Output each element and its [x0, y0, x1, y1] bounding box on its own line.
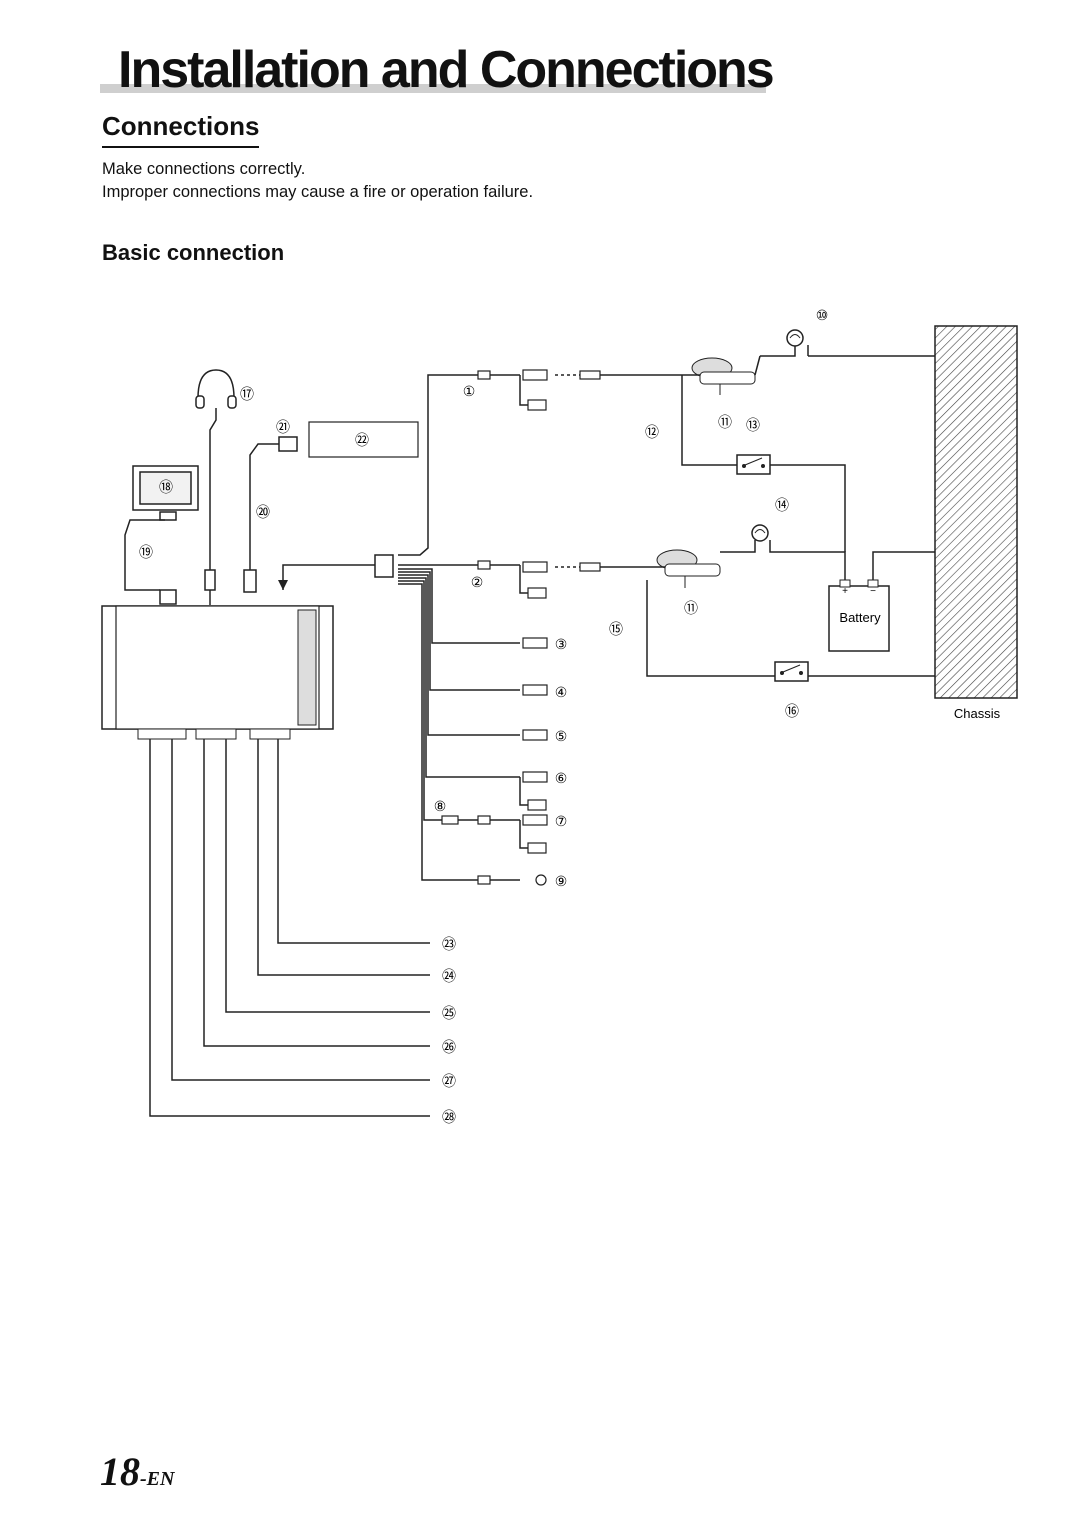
chassis-label: Chassis	[954, 706, 1001, 721]
fuse-1	[786, 329, 804, 347]
arrow-head	[278, 580, 288, 590]
callout-18: ⑱	[159, 479, 173, 495]
intro-text: Make connections correctly. Improper con…	[102, 158, 533, 204]
callout-28: ㉘	[442, 1109, 456, 1125]
fuse-2	[751, 524, 769, 542]
callout-15: ⑮	[609, 621, 623, 637]
callouts: ① ② ③ ④ ⑤ ⑥ ⑦ ⑧ ⑨ ⑩ ⑪ ⑪ ⑫ ⑬ ⑭ ⑮ ⑯ ⑰ ⑱ ⑲ …	[139, 307, 828, 1125]
battery-label: Battery	[839, 610, 881, 625]
callout-5: ⑤	[555, 728, 568, 744]
callout-14: ⑭	[775, 497, 789, 513]
callout-17: ⑰	[240, 386, 254, 402]
main-unit	[101, 605, 334, 740]
callout-11a: ⑪	[718, 414, 732, 430]
crimp-connector-2	[656, 549, 721, 588]
input-cable	[243, 436, 298, 593]
callout-2: ②	[471, 574, 484, 590]
callout-23: ㉓	[442, 936, 456, 952]
callout-10: ⑩	[816, 307, 829, 323]
crimp-connector-1	[691, 357, 756, 395]
callout-26: ㉖	[442, 1039, 456, 1055]
battery-minus-label: −	[870, 586, 876, 597]
callout-9: ⑨	[555, 873, 568, 889]
intro-line-1: Make connections correctly.	[102, 160, 306, 178]
callout-1: ①	[463, 383, 476, 399]
monitor-icon	[124, 465, 199, 605]
callout-20: ⑳	[256, 504, 270, 520]
subsection-title: Basic connection	[102, 240, 285, 265]
switch-1	[736, 454, 771, 475]
callout-8: ⑧	[434, 798, 447, 814]
callout-4: ④	[555, 684, 568, 700]
callout-12: ⑫	[645, 424, 659, 440]
callout-3: ③	[555, 636, 568, 652]
callout-24: ㉔	[442, 968, 456, 984]
battery: + − Battery	[828, 579, 890, 652]
callout-27: ㉗	[442, 1073, 456, 1089]
page-number-value: 18	[100, 1449, 140, 1494]
callout-21: ㉑	[276, 419, 290, 435]
page-title: Installation and Connections	[118, 41, 775, 99]
section-title: Connections	[102, 111, 260, 149]
callout-16: ⑯	[785, 703, 799, 719]
harness-plug	[374, 554, 394, 578]
callout-7: ⑦	[555, 813, 568, 829]
title-underline-bar	[100, 84, 766, 93]
battery-plus-label: +	[842, 586, 848, 597]
output-cables	[149, 739, 430, 1117]
power-wiring	[646, 345, 935, 677]
intro-line-2: Improper connections may cause a fire or…	[102, 183, 534, 201]
callout-6: ⑥	[555, 770, 568, 786]
callout-19: ⑲	[139, 544, 153, 560]
callout-11b: ⑪	[684, 600, 698, 616]
wire-connectors	[441, 369, 601, 886]
harness-wires	[282, 355, 761, 881]
chassis: Chassis	[934, 325, 1018, 721]
callout-25: ㉕	[442, 1005, 456, 1021]
callout-13: ⑬	[746, 417, 760, 433]
switch-2	[774, 661, 809, 682]
page-number: 18-EN	[100, 1448, 174, 1495]
callout-22: ㉒	[355, 432, 369, 448]
page-number-suffix: -EN	[140, 1468, 175, 1490]
headphones-icon	[195, 369, 237, 605]
external-device-box	[308, 421, 419, 458]
